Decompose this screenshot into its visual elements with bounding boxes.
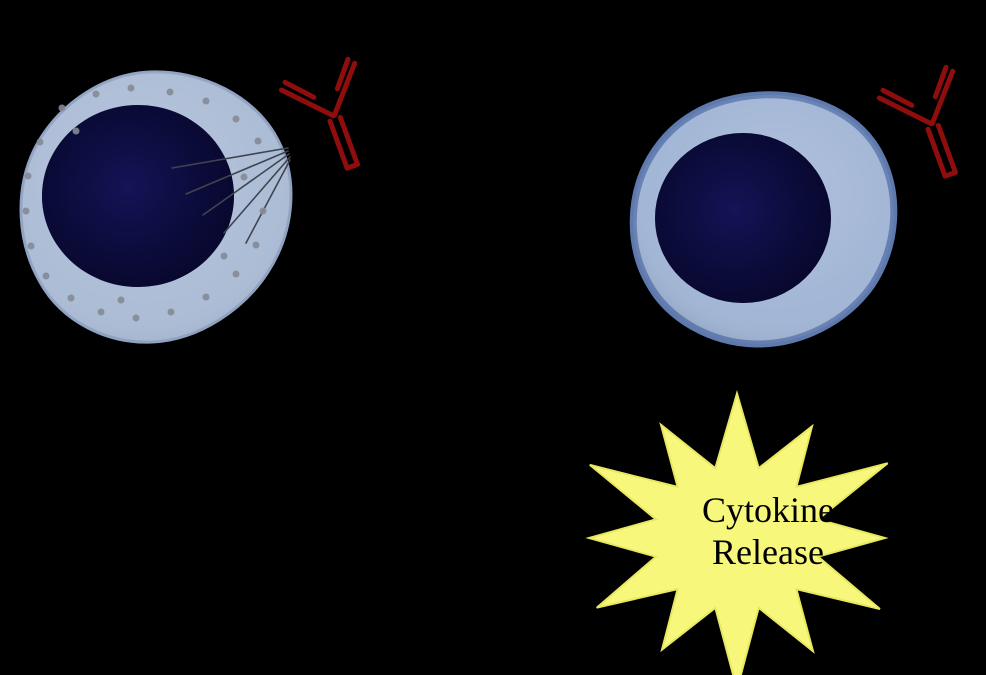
left-cell-nucleus-shading	[42, 105, 234, 287]
cytokine-burst	[585, 389, 889, 675]
right-cell	[629, 91, 898, 348]
antibody-icon-right	[876, 64, 958, 179]
cytokine-label-line2: Release	[712, 532, 824, 572]
right-cell-nucleus-shading	[655, 133, 831, 303]
left-cell-granules	[22, 84, 267, 322]
left-cell	[19, 70, 293, 344]
antibody-icon-left	[278, 56, 360, 171]
secretion-lines	[171, 147, 291, 244]
cytokine-release: Cytokine Release	[585, 389, 889, 675]
cytokine-label-line1: Cytokine	[702, 490, 834, 530]
